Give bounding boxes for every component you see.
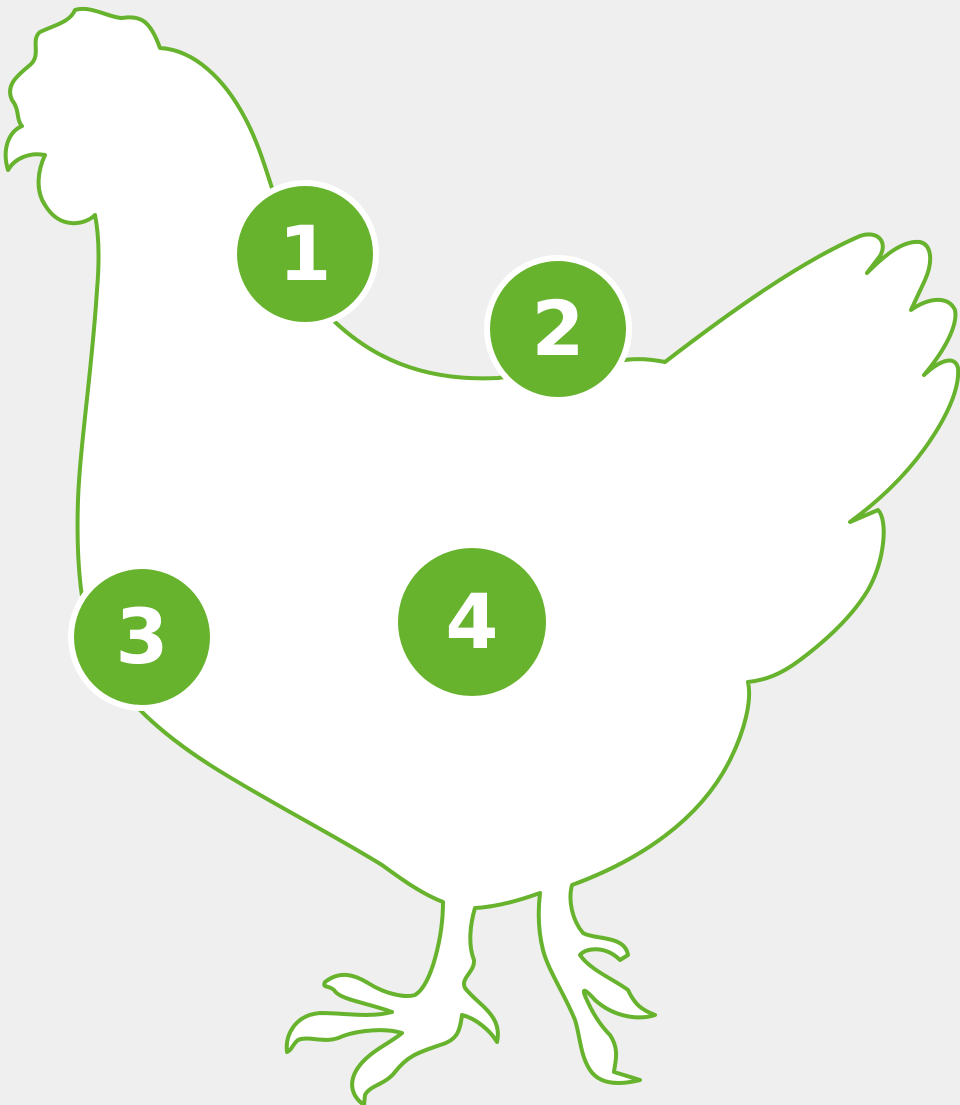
marker-2[interactable]: 2	[484, 255, 632, 403]
marker-4-label: 4	[446, 584, 499, 660]
marker-4[interactable]: 4	[398, 548, 546, 696]
marker-1[interactable]: 1	[231, 180, 379, 328]
marker-2-label: 2	[532, 291, 585, 367]
marker-3[interactable]: 3	[68, 563, 216, 711]
marker-1-label: 1	[279, 216, 332, 292]
marker-3-label: 3	[116, 599, 169, 675]
